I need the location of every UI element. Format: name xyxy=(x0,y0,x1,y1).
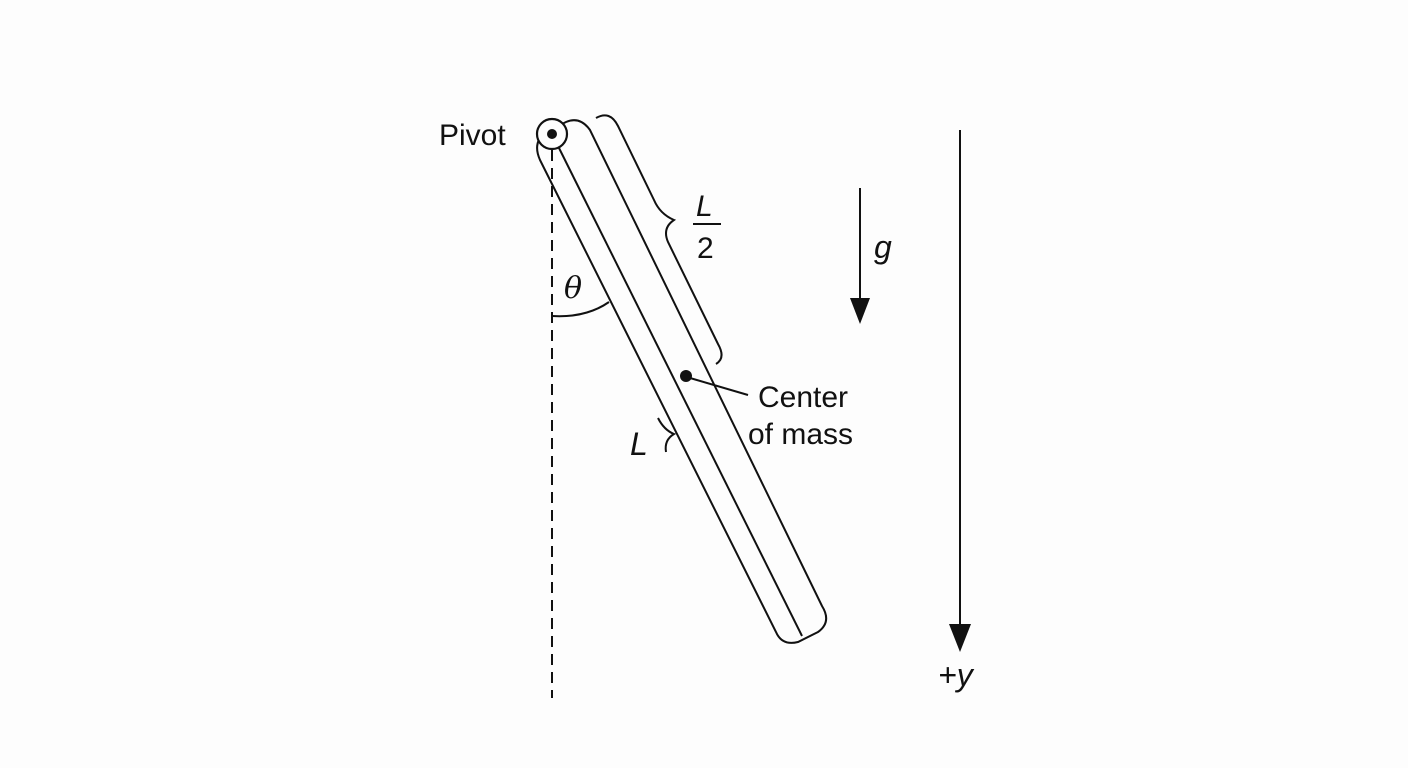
pivot-icon xyxy=(535,117,569,151)
pivot-label: Pivot xyxy=(439,119,506,152)
center-of-mass-leader xyxy=(689,377,749,396)
gravity-label: g xyxy=(874,229,892,265)
center-of-mass-label-line2: of mass xyxy=(748,418,853,451)
angle-theta-label: θ xyxy=(564,271,582,306)
half-length-numerator: L xyxy=(696,190,713,223)
half-length-brace xyxy=(595,114,723,365)
angle-arc xyxy=(551,301,610,318)
center-of-mass-label-line1: Center xyxy=(758,381,848,414)
length-label: L xyxy=(630,426,648,462)
half-length-denominator: 2 xyxy=(697,232,714,265)
y-axis-arrowhead-icon xyxy=(949,624,971,652)
rod-inner-edge xyxy=(557,145,803,637)
y-axis-label: +y xyxy=(938,657,975,693)
gravity-arrowhead-icon xyxy=(850,298,870,324)
center-of-mass-dot xyxy=(680,370,692,382)
length-brace xyxy=(657,417,677,453)
